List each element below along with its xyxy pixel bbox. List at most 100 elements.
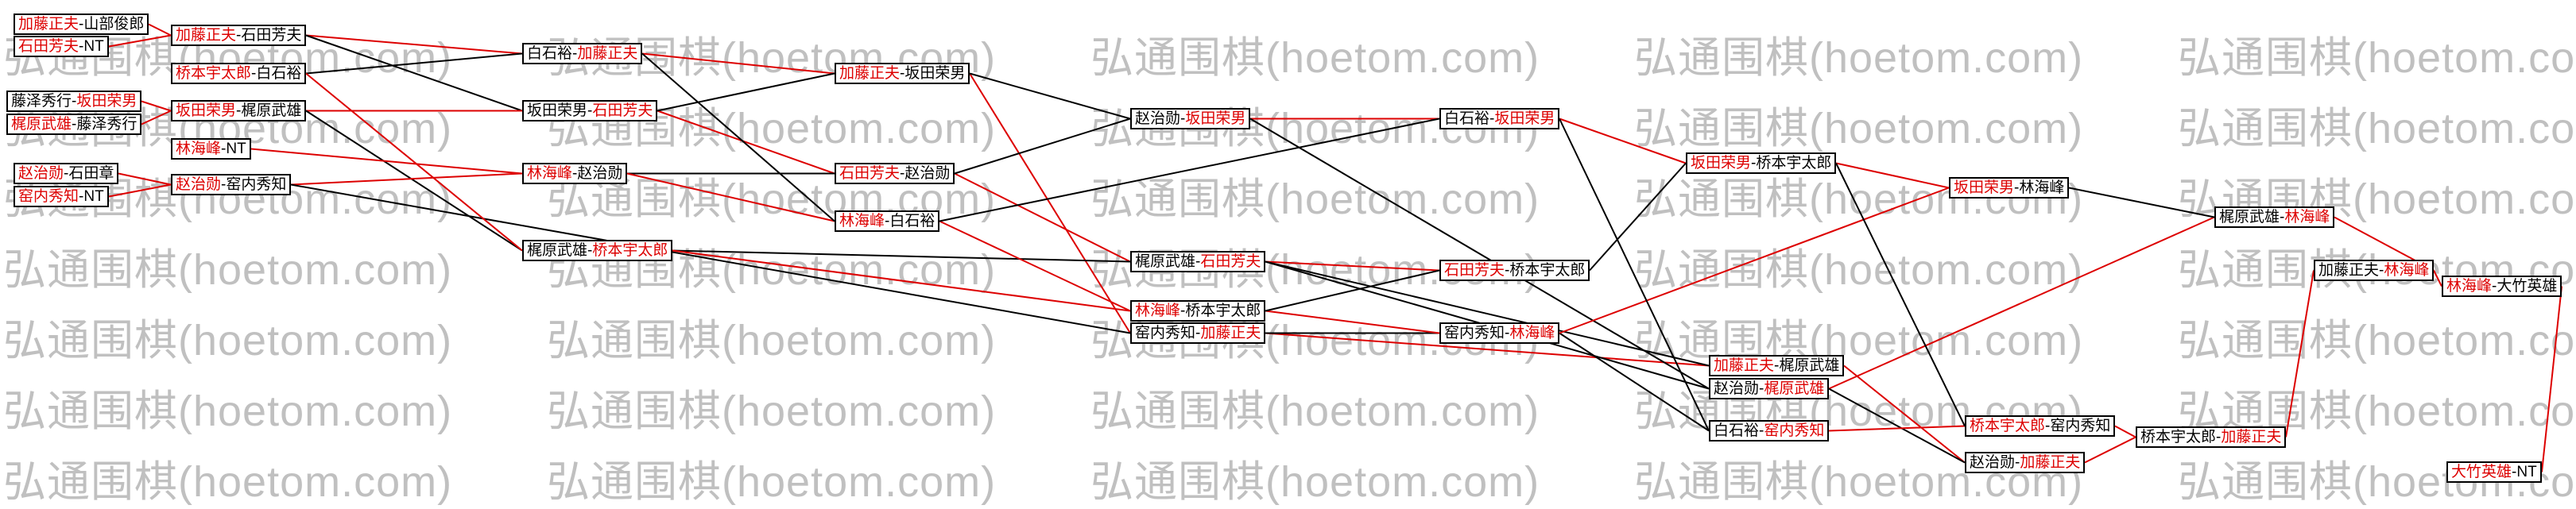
connector-line (2541, 286, 2562, 472)
match-box[interactable]: 梶原武雄-林海峰 (2214, 206, 2335, 228)
connector-line (290, 172, 523, 186)
player-name: 林海峰 (527, 165, 573, 182)
player-name: 林海峰 (1509, 325, 1555, 341)
match-box[interactable]: 窑内秀知-加藤正夫 (1130, 322, 1266, 344)
match-box[interactable]: 加藤正夫-梶原武雄 (1709, 355, 1845, 376)
match-box[interactable]: 石田芳夫-NT (14, 36, 109, 57)
player-name: 加藤正夫 (1714, 357, 1775, 374)
connector-line (148, 23, 172, 37)
match-box[interactable]: 窑内秀知-林海峰 (1439, 322, 1560, 344)
player-name: 大竹英雄 (2451, 464, 2512, 480)
connector-line (1559, 187, 1950, 334)
player-name: -石田芳夫 (236, 27, 302, 44)
player-name: 林海峰 (176, 141, 222, 157)
connector-line (2285, 270, 2315, 438)
tournament-bracket: 弘通围棋(hoetom.com) 弘通围棋(hoetom.com) 弘通围棋(hoe… (3, 13, 2576, 506)
match-box[interactable]: 加藤正夫-林海峰 (2314, 260, 2435, 281)
watermark-text: 弘通围棋(hoetom.com) (3, 388, 453, 435)
match-box[interactable]: 林海峰-NT (171, 138, 251, 160)
watermark-text: 弘通围棋(hoetom.com) (2178, 34, 2576, 82)
match-box[interactable]: 梶原武雄-桥本宇太郎 (522, 240, 673, 261)
player-name: 加藤正夫 (176, 27, 237, 44)
connector-line (305, 72, 523, 252)
match-box[interactable]: 坂田荣男-梶原武雄 (171, 100, 307, 121)
player-name: 桥本宇太郎 (1970, 418, 2046, 434)
watermark-text: 弘通围棋(hoetom.com) (3, 246, 453, 294)
player-name: 桥本宇太郎 (176, 65, 252, 82)
match-box[interactable]: 赵治勋-窑内秀知 (171, 174, 292, 195)
match-box[interactable]: 桥本宇太郎-加藤正夫 (2136, 426, 2287, 448)
match-box[interactable]: 坂田荣男-桥本宇太郎 (1686, 152, 1837, 174)
player-name: -赵治勋 (572, 165, 623, 182)
match-box[interactable]: 白石裕-加藤正夫 (522, 43, 643, 64)
match-box[interactable]: 桥本宇太郎-白石裕 (171, 63, 307, 84)
player-name: 白石裕- (1714, 422, 1764, 439)
player-name: -山部俊郎 (79, 16, 145, 33)
connector-line (657, 72, 835, 112)
player-name: 赵治勋- (1970, 454, 2020, 471)
match-box[interactable]: 梶原武雄-石田芳夫 (1130, 251, 1266, 272)
player-name: 桥本宇太郎 (592, 242, 668, 259)
player-name: -坂田荣男 (900, 65, 966, 82)
player-name: 藤泽秀行- (11, 93, 77, 110)
connector-line (2114, 425, 2136, 438)
match-box[interactable]: 石田芳夫-桥本宇太郎 (1439, 260, 1590, 281)
match-box[interactable]: 坂田荣男-林海峰 (1949, 177, 2070, 199)
match-box[interactable]: 加藤正夫-山部俊郎 (14, 13, 149, 35)
player-name: 林海峰 (2384, 262, 2430, 279)
player-name: 坂田荣男 (1691, 155, 1752, 172)
player-name: 坂田荣男 (1494, 110, 1555, 127)
player-name: 白石裕- (527, 45, 578, 62)
connector-line (1835, 162, 1950, 189)
match-box[interactable]: 林海峰-大竹英雄 (2442, 276, 2562, 297)
match-box[interactable]: 梶原武雄-藤泽秀行 (6, 114, 142, 135)
player-name: -梶原武雄 (236, 102, 302, 119)
connector-line (305, 34, 523, 112)
connector-line (2433, 270, 2442, 287)
watermark-text: 弘通围棋(hoetom.com) (3, 317, 453, 364)
player-name: -梶原武雄 (1774, 357, 1840, 374)
player-name: 窑内秀知 (18, 188, 79, 205)
player-name: 加藤正夫- (2318, 262, 2384, 279)
match-box[interactable]: 林海峰-桥本宇太郎 (1130, 300, 1266, 322)
match-box[interactable]: 白石裕-坂田荣男 (1439, 108, 1560, 129)
match-box[interactable]: 桥本宇太郎-窑内秀知 (1965, 415, 2116, 437)
connector-line (1828, 216, 2215, 390)
match-box[interactable]: 藤泽秀行-坂田荣男 (6, 91, 142, 112)
player-name: -窑内秀知 (2045, 418, 2111, 434)
connector-line (1828, 425, 1966, 432)
match-box[interactable]: 窑内秀知-NT (14, 186, 109, 207)
player-name: 加藤正夫 (1200, 325, 1261, 341)
connector-lines-layer (108, 23, 2562, 472)
match-box[interactable]: 林海峰-白石裕 (835, 210, 940, 232)
connector-line (1828, 388, 1966, 464)
connector-line (969, 72, 1131, 334)
connector-line (305, 34, 523, 55)
match-box[interactable]: 赵治勋-梶原武雄 (1709, 378, 1830, 399)
match-box[interactable]: 加藤正夫-坂田荣男 (835, 63, 970, 84)
player-name: -NT (79, 188, 104, 205)
player-name: 坂田荣男 (1185, 110, 1246, 127)
match-box[interactable]: 白石裕-窑内秀知 (1709, 420, 1830, 442)
match-box[interactable]: 赵治勋-坂田荣男 (1130, 108, 1251, 129)
connector-line (641, 52, 835, 75)
match-box[interactable]: 石田芳夫-赵治勋 (835, 163, 955, 184)
match-box[interactable]: 坂田荣男-石田芳夫 (522, 100, 658, 121)
match-box[interactable]: 赵治勋-石田章 (14, 163, 119, 184)
connector-line (626, 172, 835, 222)
watermark-text: 弘通围棋(hoetom.com) (1634, 34, 2084, 82)
watermark-text: 弘通围棋(hoetom.com) (1634, 105, 2084, 152)
match-box[interactable]: 大竹英雄-NT (2446, 461, 2542, 483)
match-box[interactable]: 赵治勋-加藤正夫 (1965, 452, 2086, 473)
player-name: 梶原武雄 (11, 116, 72, 133)
player-name: -桥本宇太郎 (1751, 155, 1832, 172)
match-box[interactable]: 加藤正夫-石田芳夫 (171, 25, 307, 46)
connector-line (939, 220, 1131, 312)
player-name: -白石裕 (251, 65, 302, 82)
watermark-text: 弘通围棋(hoetom.com) (2178, 317, 2576, 364)
match-box[interactable]: 林海峰-赵治勋 (522, 163, 628, 184)
connector-line (954, 118, 1131, 175)
connector-line (141, 100, 172, 112)
player-name: 坂田荣男 (176, 102, 237, 119)
player-name: 梶原武雄- (527, 242, 593, 259)
